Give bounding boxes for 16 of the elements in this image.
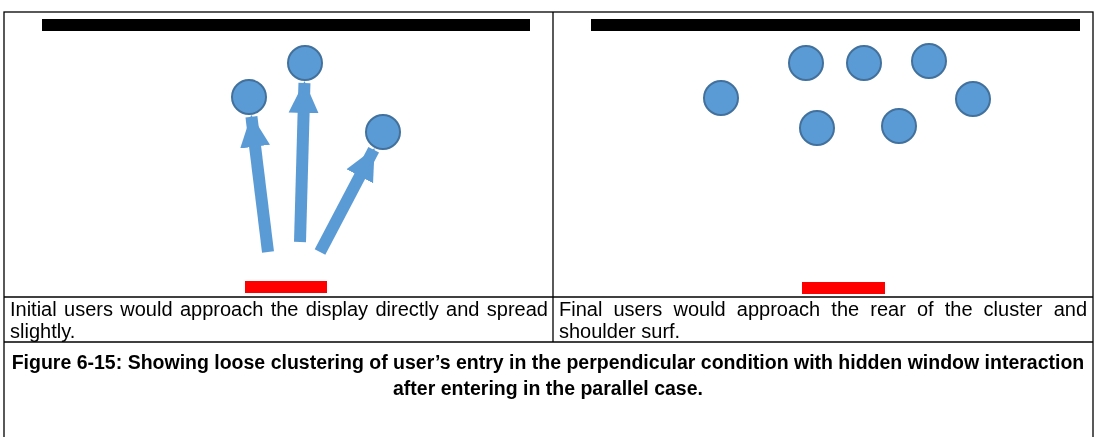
user-circle xyxy=(799,110,835,146)
user-circle xyxy=(955,81,991,117)
user-circle xyxy=(287,45,323,81)
cell-text: Initial users would approach the display directly and spread slightly. xyxy=(10,298,548,342)
user-circle xyxy=(231,79,267,115)
figure-caption: Figure 6-15: Showing loose clustering of user’s entry in the perpendicular condition with hidden window interaction after entering in the parallel case. xyxy=(10,350,1086,401)
user-circle xyxy=(911,43,947,79)
user-circle xyxy=(788,45,824,81)
movement-arrow xyxy=(240,114,274,253)
movement-arrow xyxy=(288,81,319,243)
movement-arrow xyxy=(314,146,379,255)
user-circle xyxy=(703,80,739,116)
user-circle xyxy=(846,45,882,81)
user-circle xyxy=(881,108,917,144)
user-circle xyxy=(365,114,401,150)
cell-text: Final users would approach the rear of the cluster and shoulder surf. xyxy=(559,298,1087,342)
